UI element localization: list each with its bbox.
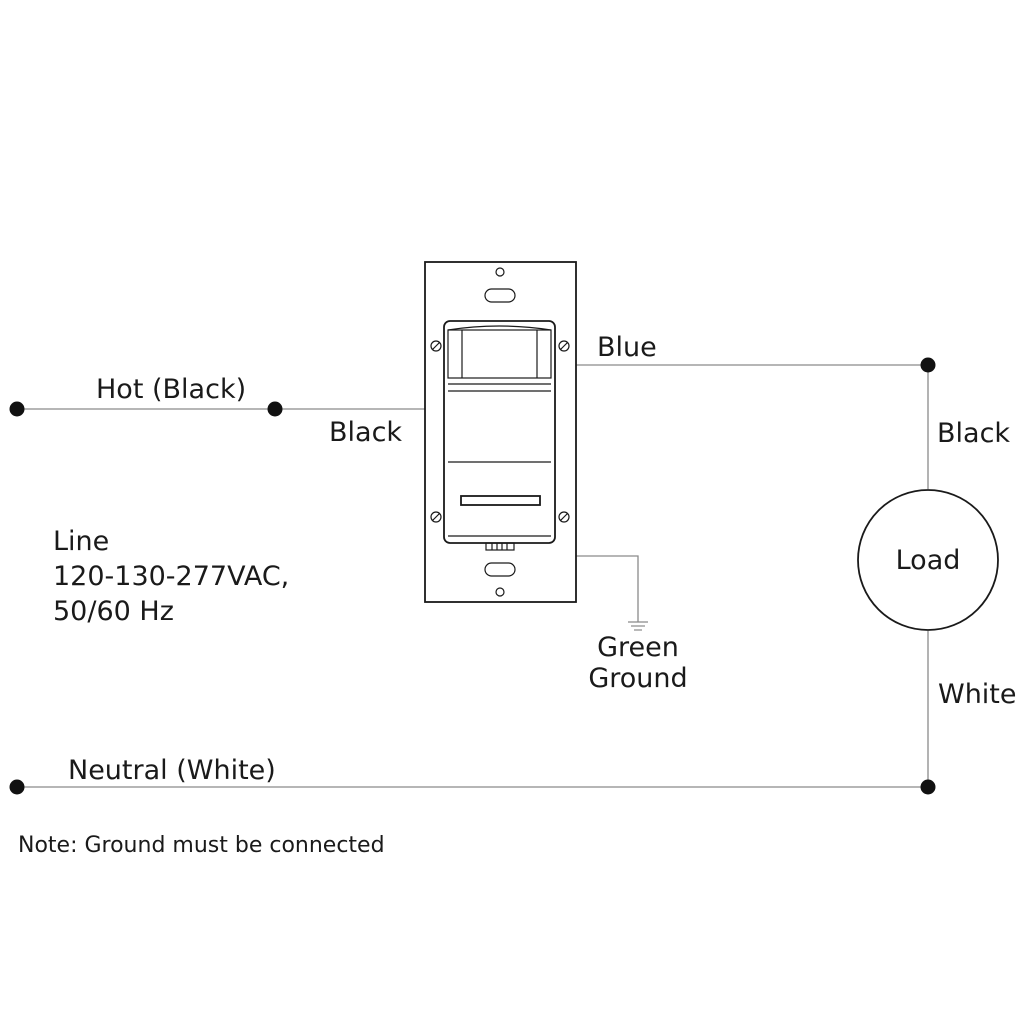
screw-icon bbox=[430, 340, 442, 352]
screw-icon bbox=[430, 511, 442, 523]
frequency-label: 50/60 Hz bbox=[53, 596, 174, 627]
switch-indicator-bar bbox=[460, 495, 541, 506]
screw-icon bbox=[558, 511, 570, 523]
voltage-label: 120-130-277VAC, bbox=[53, 561, 289, 592]
device-body bbox=[443, 320, 556, 544]
sensor-lens bbox=[447, 329, 552, 379]
junction-dot-blue bbox=[920, 357, 936, 373]
terminal-dot-neutral bbox=[9, 779, 25, 795]
screw-icon bbox=[558, 340, 570, 352]
bottom-mount-slot bbox=[484, 562, 516, 577]
ground-label: Ground bbox=[588, 663, 687, 694]
black-left-label: Black bbox=[329, 417, 402, 448]
junction-dot-hot bbox=[267, 401, 283, 417]
ground-wire bbox=[576, 555, 639, 622]
ground-symbol bbox=[628, 621, 648, 631]
terminal-dot-hot bbox=[9, 401, 25, 417]
ground-note: Note: Ground must be connected bbox=[18, 833, 385, 858]
load-label: Load bbox=[896, 545, 961, 576]
junction-dot-neutral bbox=[920, 779, 936, 795]
load-circle bbox=[857, 489, 999, 631]
hot-label: Hot (Black) bbox=[96, 374, 246, 405]
black-right-label: Black bbox=[937, 418, 1010, 449]
occupancy-sensor-switch bbox=[424, 261, 577, 603]
neutral-label: Neutral (White) bbox=[68, 755, 276, 786]
top-mount-slot bbox=[484, 288, 516, 303]
bottom-screw-hole bbox=[495, 587, 505, 597]
sensor-lens-top bbox=[447, 325, 552, 331]
line-label: Line bbox=[53, 526, 109, 557]
green-label: Green bbox=[597, 632, 679, 663]
adjustment-tab bbox=[485, 542, 515, 551]
blue-label: Blue bbox=[597, 332, 657, 363]
wall-plate bbox=[424, 261, 577, 603]
white-label: White bbox=[938, 679, 1017, 710]
top-screw-hole bbox=[495, 267, 505, 277]
